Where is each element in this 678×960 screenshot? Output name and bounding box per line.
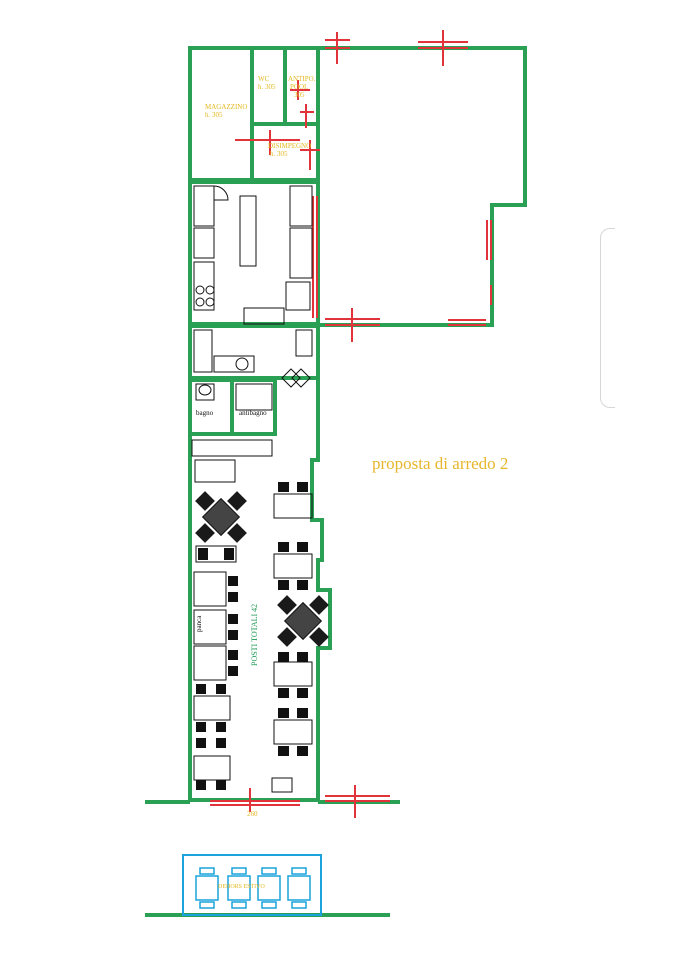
magazzino-height: h. 305 <box>205 111 223 119</box>
large-room-wall <box>318 46 527 327</box>
hall-right-wall <box>310 378 332 800</box>
antibagno-label: antibagno <box>239 409 267 417</box>
magazzino-label: MAGAZZINO <box>205 103 248 111</box>
disimpegno-height: h. 305 <box>270 150 288 158</box>
seats-label: POSTI TOTALI 42 <box>250 603 259 666</box>
wc-label: WC <box>258 75 270 83</box>
panca-label: panca <box>195 615 203 632</box>
kitchen-equipment <box>191 185 313 483</box>
entrance-mark: 260 <box>247 810 258 818</box>
bagno-label: bagno <box>196 409 214 417</box>
document-title: proposta di arredo 2 <box>372 454 509 473</box>
page-curl-edge <box>600 228 615 408</box>
wc-height: h. 305 <box>258 83 276 91</box>
antipool-label: ANTIPO. <box>288 75 316 83</box>
kitchen-wall <box>188 180 320 326</box>
dehors-area <box>182 854 322 916</box>
antipool-height: 305 <box>294 91 305 99</box>
antipool-sub: POOL <box>290 83 309 91</box>
dining-furniture <box>193 482 329 793</box>
disimpegno-label: DISIMPEGNO <box>268 142 312 150</box>
dehors-label: DEHORS ESTIVO <box>218 884 265 890</box>
openings <box>210 30 492 818</box>
